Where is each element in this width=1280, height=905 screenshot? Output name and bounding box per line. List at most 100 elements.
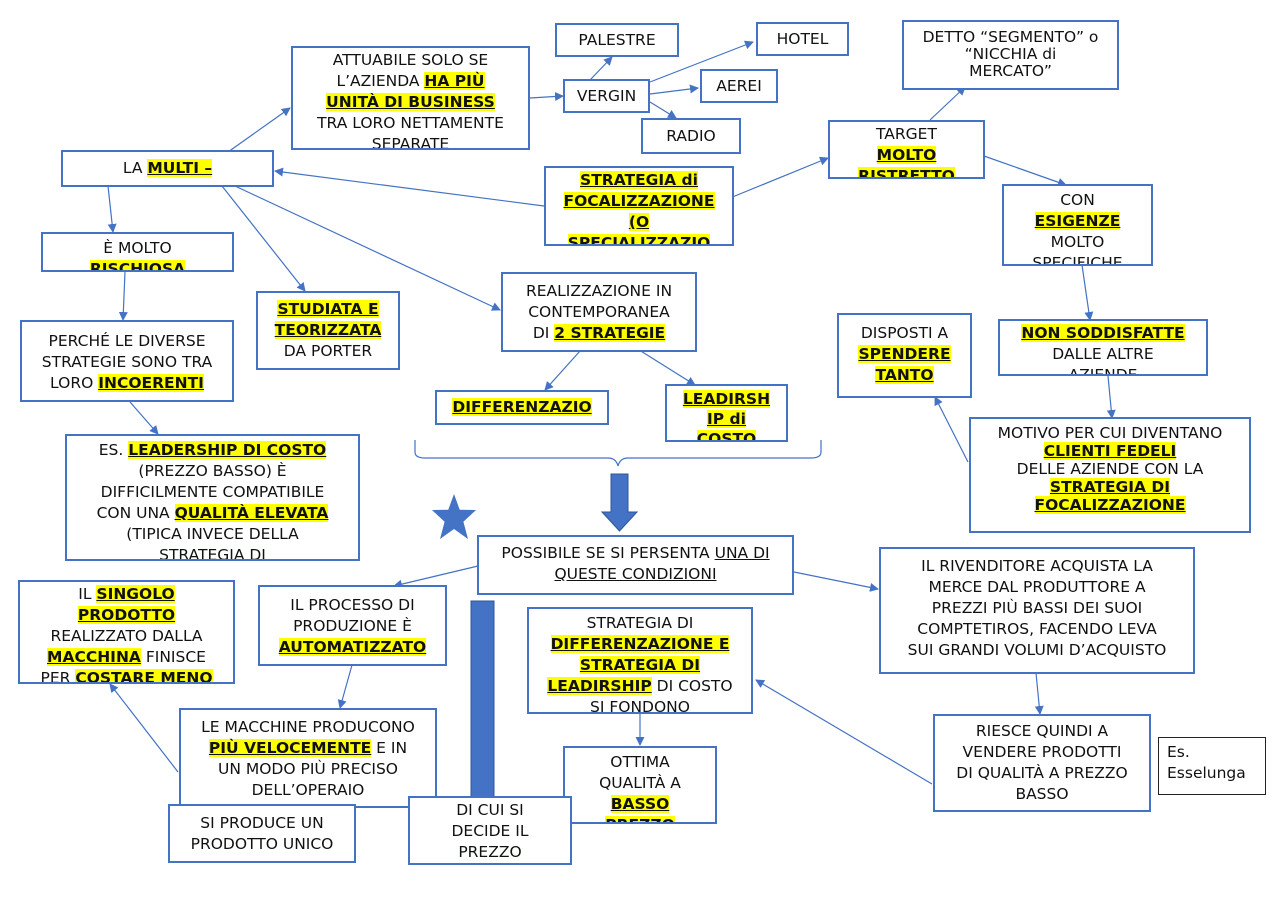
text: DELLE AZIENDE CON LA (1016, 460, 1204, 478)
text: STRATEGIA DI (159, 546, 266, 561)
leadership_small-line: LEADIRSH (671, 389, 782, 409)
text: TRA LORO NETTAMENTE (317, 114, 504, 132)
riesce-line: VENDERE PRODOTTI (939, 742, 1145, 763)
arrow-multi-to-attuabile (227, 107, 291, 153)
text: PERCHÉ LE DIVERSE (48, 332, 206, 350)
node-es-leadership: ES. LEADERSHIP DI COSTO (PREZZO BASSO) È D… (65, 434, 360, 561)
arrow-vergin-to-palestre (589, 56, 613, 81)
highlighted-text: MACCHINA (47, 648, 141, 666)
processo-line: IL PROCESSO DI (264, 595, 441, 616)
es_leadership-line: DIFFICILMENTE COMPATIBILE (71, 482, 354, 503)
text: MOTIVO PER CUI DIVENTANO (997, 424, 1223, 442)
highlighted-text: LEADIRSHIP (547, 677, 652, 695)
strategia_foc-line: (O (550, 212, 728, 233)
target-line: MOLTO (834, 145, 979, 166)
text: DA PORTER (283, 342, 373, 360)
text: QUALITÀ A (599, 774, 681, 792)
highlighted-text: TEORIZZATA (274, 321, 382, 339)
produce-line: PRODOTTO UNICO (174, 834, 350, 855)
possibile-line: POSSIBILE SE SI PERSENTA UNA DI (483, 543, 788, 564)
text: POSSIBILE SE SI PERSENTA (501, 544, 715, 562)
node-aerei: AEREI (700, 69, 778, 103)
text: QUESTE CONDIZIONI (554, 565, 717, 583)
arrow-rivenditore-to-riesce (1034, 672, 1044, 715)
text: Es. (1167, 743, 1190, 761)
ottima-line: PREZZO (569, 815, 711, 822)
highlighted-text: FOCALIZZAZIONE (563, 192, 715, 210)
es_leadership-line: CON UNA QUALITÀ ELEVATA (71, 503, 354, 524)
arrow-macchine-to-singolo (109, 683, 179, 773)
arrow-realizzazione-to-diff (544, 350, 581, 391)
text: ES. (98, 441, 129, 459)
text: LORO (50, 374, 99, 392)
highlighted-text: LEADERSHIP DI COSTO (128, 441, 327, 459)
highlighted-text: COSTARE MENO (75, 669, 213, 682)
esigenze-line: SPECIFICHE (1008, 253, 1147, 266)
text: PREZZI PIÙ BASSI DEI SUOI (931, 599, 1143, 617)
text: TARGET (876, 125, 937, 143)
esselunga-line: Esselunga (1167, 763, 1257, 784)
arrow-multi-to-rischiosa (107, 185, 117, 233)
text: PRODOTTO UNICO (190, 835, 334, 853)
arrow-realizzazione-to-lead (635, 347, 696, 386)
arrow-nonsoddisfatte-to-motivo (1106, 375, 1116, 419)
es_leadership-line: STRATEGIA DI (71, 545, 354, 561)
arrow-target-to-esigenze (983, 155, 1067, 187)
detto-line: “NICCHIA di (908, 46, 1113, 63)
disposti-line: DISPOSTI A (843, 323, 966, 344)
macchine-line: UN MODO PIÙ PRECISO (185, 759, 431, 780)
singolo-line: PRODOTTO (24, 605, 229, 626)
text: SUI GRANDI VOLUMI D’ACQUISTO (907, 641, 1167, 659)
highlighted-text: IP di (707, 410, 746, 428)
rivenditore-line: PREZZI PIÙ BASSI DEI SUOI (885, 598, 1189, 619)
macchine-line: LE MACCHINE PRODUCONO (185, 717, 431, 738)
highlighted-text: STRATEGIA di (580, 171, 698, 189)
node-palestre: PALESTRE (555, 23, 679, 57)
rischiosa-line: RISCHIOSA (47, 259, 228, 270)
strategia_diff-line: STRATEGIA DI (533, 613, 747, 634)
text: VENDERE PRODOTTI (962, 743, 1122, 761)
ottima-line: BASSO (569, 794, 711, 815)
text: OTTIMA (610, 753, 670, 771)
text: (PREZZO BASSO) È (138, 462, 287, 480)
riesce-line: BASSO (939, 784, 1145, 805)
studiata-line: STUDIATA E (262, 299, 394, 320)
arrow-strategia-to-multi (274, 167, 545, 207)
highlighted-text: ESIGENZE (1034, 212, 1121, 230)
highlighted-text: AUTOMATIZZATO (278, 638, 427, 656)
node-ottima: OTTIMA QUALITÀ A BASSOPREZZO (563, 746, 717, 824)
text: PALESTRE (578, 31, 656, 49)
text: SPECIFICHE (1032, 254, 1123, 266)
perche-line: PERCHÉ LE DIVERSE (26, 331, 228, 352)
non_soddisfatte-line: AZIENDE (1004, 365, 1202, 376)
text: PREZZO (458, 843, 522, 861)
attuabile-line: TRA LORO NETTAMENTE (297, 113, 524, 134)
motivo-line: CLIENTI FEDELI (975, 442, 1245, 460)
text: DIFFICILMENTE COMPATIBILE (100, 483, 325, 501)
arrow-rischiosa-to-perche (118, 271, 128, 321)
block-down-arrow (600, 473, 639, 532)
text: MERCE DAL PRODUTTORE A (928, 578, 1146, 596)
realizzazione-line: DI 2 STRATEGIE (507, 323, 691, 344)
highlighted-text: DIFFERENZAZIONE E (550, 635, 730, 653)
processo-line: AUTOMATIZZATO (264, 637, 441, 658)
strategia_diff-line: SI FONDONO (533, 697, 747, 712)
attuabile-line: L’AZIENDA HA PIÙ (297, 71, 524, 92)
text: E IN (371, 739, 408, 757)
highlighted-text: MOLTO (876, 146, 937, 164)
text: COMPTETIROS, FACENDO LEVA (917, 620, 1157, 638)
macchine-line: PIÙ VELOCEMENTE E IN (185, 738, 431, 759)
text: VERGIN (576, 87, 637, 105)
text: AZIENDE (1068, 366, 1138, 376)
processo-line: PRODUZIONE È (264, 616, 441, 637)
text: PER (40, 669, 76, 684)
text: RADIO (666, 127, 716, 145)
arrow-esigenze-to-nonsoddisfatte (1081, 264, 1094, 321)
